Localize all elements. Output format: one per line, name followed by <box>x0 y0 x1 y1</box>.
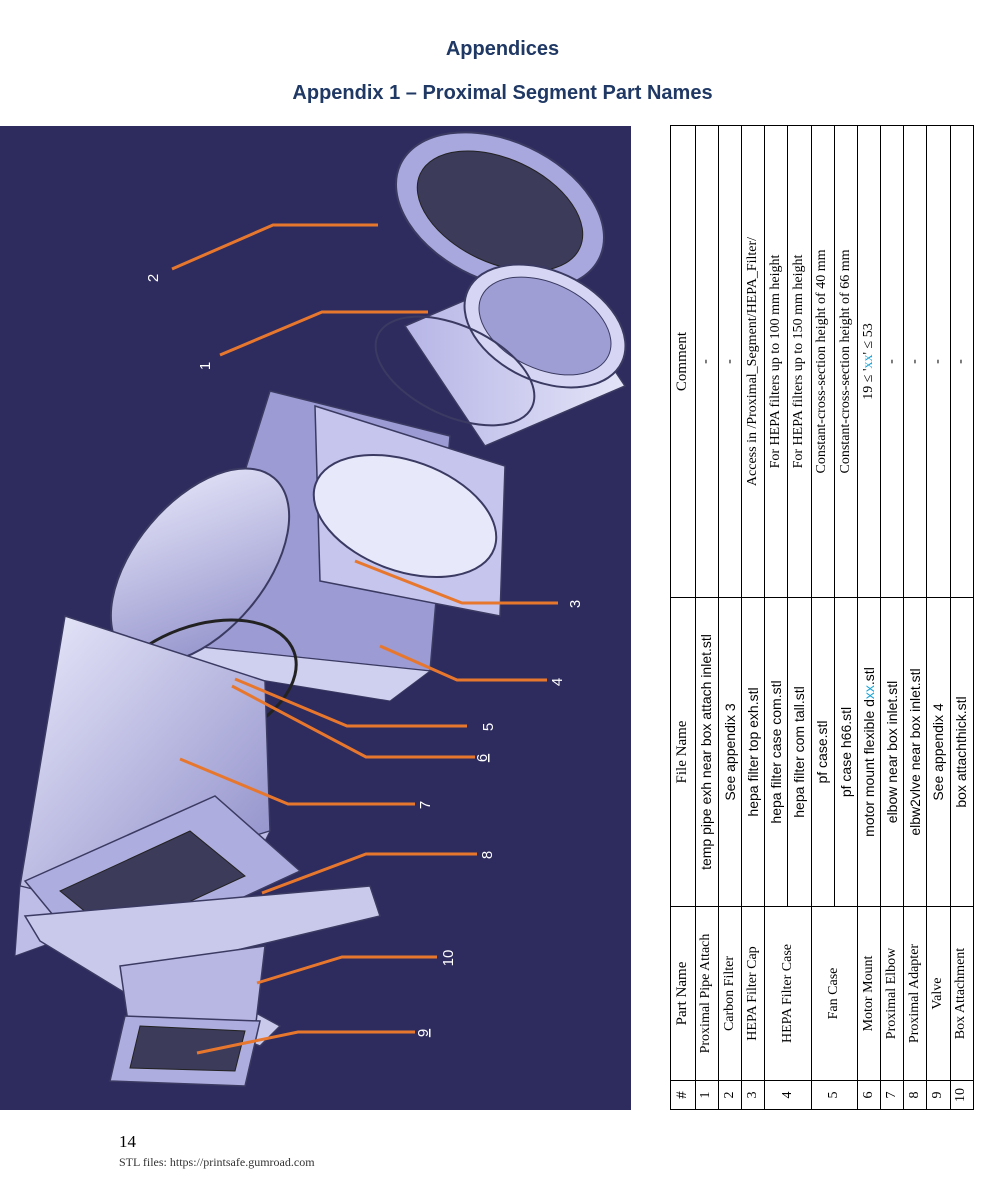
cell-file: hepa filter top exh.stl <box>741 597 765 907</box>
callout-2: 2 <box>145 274 162 282</box>
cell-num: 3 <box>741 1080 765 1110</box>
callout-4: 4 <box>549 678 566 686</box>
cell-file: hepa filter com tall.stl <box>787 597 812 907</box>
cell-file: elbw2vlve near box inlet.stl <box>903 597 927 907</box>
cell-part: Proximal Pipe Attach <box>695 906 719 1081</box>
callout-8: 8 <box>479 851 496 859</box>
box-attachment-part <box>23 885 381 1047</box>
comment-highlight: xx <box>860 354 876 369</box>
cell-comment: Constant-cross-section height of 40 mm <box>811 125 835 598</box>
exploded-assembly-figure: 1 2 3 4 5 6 7 8 9 10 <box>0 126 631 1110</box>
table-row: 3 HEPA Filter Cap hepa filter top exh.st… <box>741 125 765 1110</box>
table-row: 7 Proximal Elbow elbow near box inlet.st… <box>880 125 904 1110</box>
table-row: 10 Box Attachment box attachthick.stl - <box>950 125 974 1110</box>
cell-file: pf case.stl <box>811 597 835 907</box>
cell-num: 10 <box>950 1080 974 1110</box>
table-row: 2 Carbon Filter See appendix 3 - <box>718 125 742 1110</box>
table-row: 6 Motor Mount motor mount flexible dxx.s… <box>857 125 881 1110</box>
header-file-name: File Name <box>670 597 696 907</box>
cell-comment: - <box>880 125 904 598</box>
cell-file: elbow near box inlet.stl <box>880 597 904 907</box>
callout-7: 7 <box>417 801 434 809</box>
cell-num: 1 <box>695 1080 719 1110</box>
callout-labels: 1 2 3 4 5 6 7 8 9 10 <box>145 274 584 1037</box>
cell-file: box attachthick.stl <box>950 597 974 907</box>
cell-file: See appendix 3 <box>718 597 742 907</box>
header-part-name: Part Name <box>670 906 696 1081</box>
leader-lines <box>171 223 558 1055</box>
page-number: 14 <box>119 1132 136 1151</box>
cell-comment: - <box>903 125 927 598</box>
cell-num: 6 <box>857 1080 881 1110</box>
footer-note: STL files: https://printsafe.gumroad.com <box>119 1155 315 1169</box>
table-row: 4 HEPA Filter Case hepa filter case com.… <box>764 125 812 1110</box>
cell-file: pf case h66.stl <box>834 597 858 907</box>
file-highlight: xx <box>860 685 877 700</box>
carbon-filter-part <box>395 131 605 291</box>
cell-num: 9 <box>926 1080 951 1110</box>
cell-part: Carbon Filter <box>718 906 742 1081</box>
header-comment: Comment <box>670 125 696 598</box>
cell-num: 7 <box>880 1080 904 1110</box>
cell-num: 8 <box>903 1080 927 1110</box>
table-row: 5 Fan Case pf case.stl Constant-cross-se… <box>811 125 858 1110</box>
table-header-row: # Part Name File Name Comment <box>670 125 696 1110</box>
cell-part: Valve <box>926 906 951 1081</box>
cell-file: temp pipe exh near box attach inlet.stl <box>695 597 719 907</box>
cell-file: hepa filter case com.stl <box>764 597 788 907</box>
cell-num: 4 <box>764 1080 812 1110</box>
callout-3: 3 <box>567 600 584 608</box>
callout-5: 5 <box>480 723 497 731</box>
cell-comment: 19 ≤ 'xx' ≤ 53 <box>857 125 881 598</box>
cell-part: Proximal Adapter <box>903 906 927 1081</box>
cell-comment: For HEPA filters up to 150 mm height <box>787 125 812 598</box>
cell-part: Proximal Elbow <box>880 906 904 1081</box>
cell-comment: - <box>950 125 974 598</box>
cell-part: HEPA Filter Cap <box>741 906 765 1081</box>
table-row: 1 Proximal Pipe Attach temp pipe exh nea… <box>695 125 719 1110</box>
file-suffix: .stl <box>860 667 877 686</box>
cell-file: See appendix 4 <box>926 597 951 907</box>
callout-1: 1 <box>197 362 214 370</box>
assembly-drawing: 1 2 3 4 5 6 7 8 9 10 <box>14 131 627 1087</box>
callout-10: 10 <box>440 950 457 967</box>
cell-num: 5 <box>811 1080 858 1110</box>
comment-suffix: ' ≤ 53 <box>860 323 876 355</box>
cell-file: motor mount flexible dxx.stl <box>857 597 881 907</box>
cell-comment: Constant-cross-section height of 66 mm <box>834 125 858 598</box>
header-num: # <box>670 1080 696 1110</box>
cell-num: 2 <box>718 1080 742 1110</box>
valve-part <box>109 1015 261 1087</box>
cell-part: Motor Mount <box>857 906 881 1081</box>
comment-prefix: 19 ≤ ' <box>860 368 876 400</box>
cell-comment: - <box>718 125 742 598</box>
cell-comment: Access in /Proximal_Segment/HEPA_Filter/ <box>741 125 765 598</box>
appendices-heading: Appendices <box>445 38 560 60</box>
appendix-1-title: Appendix 1 – Proximal Segment Part Names <box>292 82 713 104</box>
callout-6: 6 <box>474 754 491 762</box>
cell-comment: For HEPA filters up to 100 mm height <box>764 125 788 598</box>
cell-part: Box Attachment <box>950 906 974 1081</box>
parts-table-rotated: # Part Name File Name Comment 1 Proximal… <box>670 125 974 1110</box>
cell-part: HEPA Filter Case <box>764 906 812 1081</box>
cell-part: Fan Case <box>811 906 858 1081</box>
callout-9: 9 <box>415 1029 432 1037</box>
file-prefix: motor mount flexible d <box>860 699 877 837</box>
table-row: 9 Valve See appendix 4 - <box>926 125 951 1110</box>
proximal-pipe-attach-part <box>374 263 627 447</box>
table-row: 8 Proximal Adapter elbw2vlve near box in… <box>903 125 927 1110</box>
part-names-table: # Part Name File Name Comment 1 Proximal… <box>670 125 974 1110</box>
cell-comment: - <box>695 125 719 598</box>
cell-comment: - <box>926 125 951 598</box>
